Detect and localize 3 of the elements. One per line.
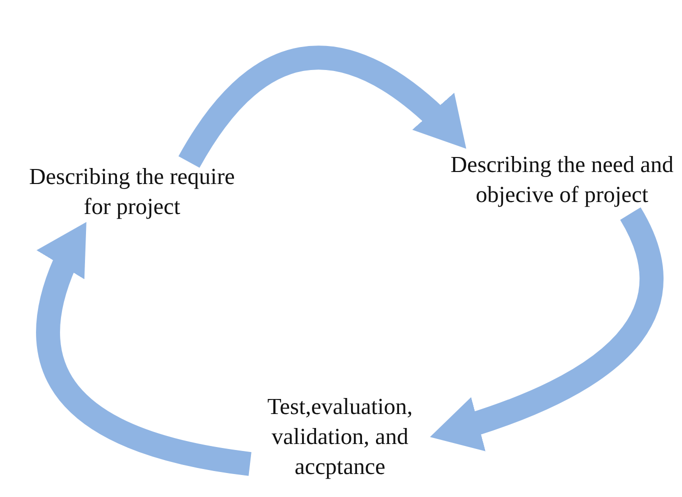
node-label: Test,evaluation, validation, and accptance	[266, 393, 414, 481]
node-label: Describing the require for project	[28, 163, 236, 221]
node-label: Describing the need and objecive of project	[450, 151, 674, 209]
